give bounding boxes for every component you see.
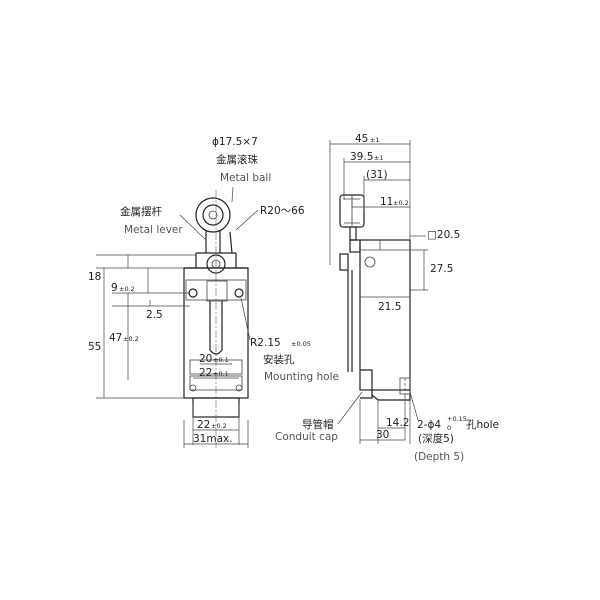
- dim-55: 55: [88, 341, 101, 353]
- dim-14-2: 14.2: [386, 417, 409, 429]
- side-ext-top: [329, 140, 411, 265]
- hole2-tol-dn: 0: [447, 424, 451, 432]
- side-view: [339, 194, 411, 401]
- hole2-suffix: 孔hole: [466, 418, 499, 431]
- body-side: [359, 239, 411, 391]
- lever-en-label: Metal lever: [124, 224, 183, 236]
- dim-11-tol: ±0.2: [393, 199, 409, 207]
- dim-27-5: 27.5: [430, 263, 453, 275]
- dim-2-5: 2.5: [146, 309, 163, 321]
- depth-en-label: (Depth 5): [414, 451, 464, 463]
- dim-22a-tol: ±0.1: [213, 370, 229, 378]
- hole-en-label: Mounting hole: [264, 371, 339, 383]
- dim-20-tol: ±0.1: [213, 356, 229, 364]
- hole-leader: [240, 297, 251, 341]
- shaft-side: [339, 253, 349, 271]
- body-side-top: [360, 240, 410, 251]
- square-20-5: □20.5: [427, 229, 460, 241]
- side-ext-bottom: [359, 394, 411, 444]
- r215-label: R2.15: [250, 337, 281, 349]
- side-labels: 导管帽 Conduit cap 2-ϕ4 +0.15 0 孔hole (深度5)…: [275, 391, 499, 463]
- conduit-leader: [337, 391, 363, 425]
- conduit-cn-label: 导管帽: [302, 418, 334, 431]
- dim-27-5-ext: [410, 249, 428, 291]
- front-dimensions: 55 18 9 ±0.2 2.5 47 ±0.2 20 ±0.1 22 ±0.1…: [88, 254, 249, 448]
- side-dimensions: 45 ±1 39.5 ±1 (31) 11 ±0.2 □20.5 27.5 21…: [329, 133, 460, 444]
- head-sides: [195, 253, 237, 268]
- bottom-hole-left: [189, 384, 197, 392]
- ball-en-label: Metal ball: [220, 172, 271, 184]
- front-view: [183, 190, 249, 448]
- dim-31: 31max.: [193, 433, 233, 445]
- conduit-en-label: Conduit cap: [275, 431, 338, 443]
- lever-side-top: [349, 227, 357, 241]
- hole2-tol-up: +0.15: [447, 415, 467, 423]
- lever-arm: [205, 231, 221, 253]
- radius-leader: [235, 209, 259, 231]
- mount-hole-right: [234, 288, 244, 298]
- dim-11: 11: [380, 196, 393, 208]
- dim-47: 47: [109, 332, 122, 344]
- bottom-hole-right: [235, 384, 243, 392]
- dim-22a: 22: [199, 367, 212, 379]
- dim-21-5: 21.5: [378, 301, 401, 313]
- depth-cn-label: (深度5): [418, 432, 454, 445]
- dim-20: 20: [199, 353, 212, 365]
- radius-label: R20～66: [260, 205, 305, 217]
- dim-22b: 22: [197, 419, 210, 431]
- r215-tol: ±0.05: [291, 340, 311, 348]
- dim-22b-tol: ±0.2: [211, 422, 227, 430]
- lever-leader: [179, 214, 207, 241]
- roller-outer: [195, 197, 231, 233]
- dim-9: 9: [111, 282, 118, 294]
- roller-side-detail: [344, 195, 360, 227]
- lever-hub: [206, 254, 226, 274]
- dim-39-5: 39.5: [350, 151, 373, 163]
- conduit-side: [360, 369, 373, 399]
- dim-30: 30: [376, 429, 389, 441]
- lever-cn-label: 金属摆杆: [120, 205, 162, 218]
- lever-arm-side: [229, 231, 233, 254]
- conduit-side-bottom: [371, 390, 411, 401]
- dim-39-5-tol: ±1: [374, 154, 384, 162]
- front-bottom-ext: [183, 405, 249, 448]
- ball-size-label: ϕ17.5×7: [212, 136, 258, 148]
- dim-18: 18: [88, 271, 101, 283]
- mount-hole-left: [188, 288, 198, 298]
- lever-blade: [347, 270, 353, 372]
- ball-leader: [231, 186, 234, 203]
- front-ext-lines: [96, 254, 196, 399]
- ball-cn-label: 金属滚珠: [216, 153, 258, 166]
- dim-9-tol: ±0.2: [119, 285, 135, 293]
- dim-31p: (31): [366, 169, 388, 181]
- head-side: [349, 239, 361, 253]
- dim-45: 45: [355, 133, 368, 145]
- dim-45-tol: ±1: [370, 136, 380, 144]
- hole2-prefix: 2-ϕ4: [417, 419, 441, 431]
- front-labels: ϕ17.5×7 金属滚珠 Metal ball 金属摆杆 Metal lever…: [120, 136, 339, 383]
- roller-hub: [208, 210, 218, 220]
- dim-47-tol: ±0.2: [123, 335, 139, 343]
- plunger-block: [206, 280, 228, 302]
- side-hole: [364, 256, 376, 268]
- roller-inner: [202, 204, 224, 226]
- hole2-leader: [409, 391, 419, 421]
- hole-cn-label: 安装孔: [263, 353, 295, 366]
